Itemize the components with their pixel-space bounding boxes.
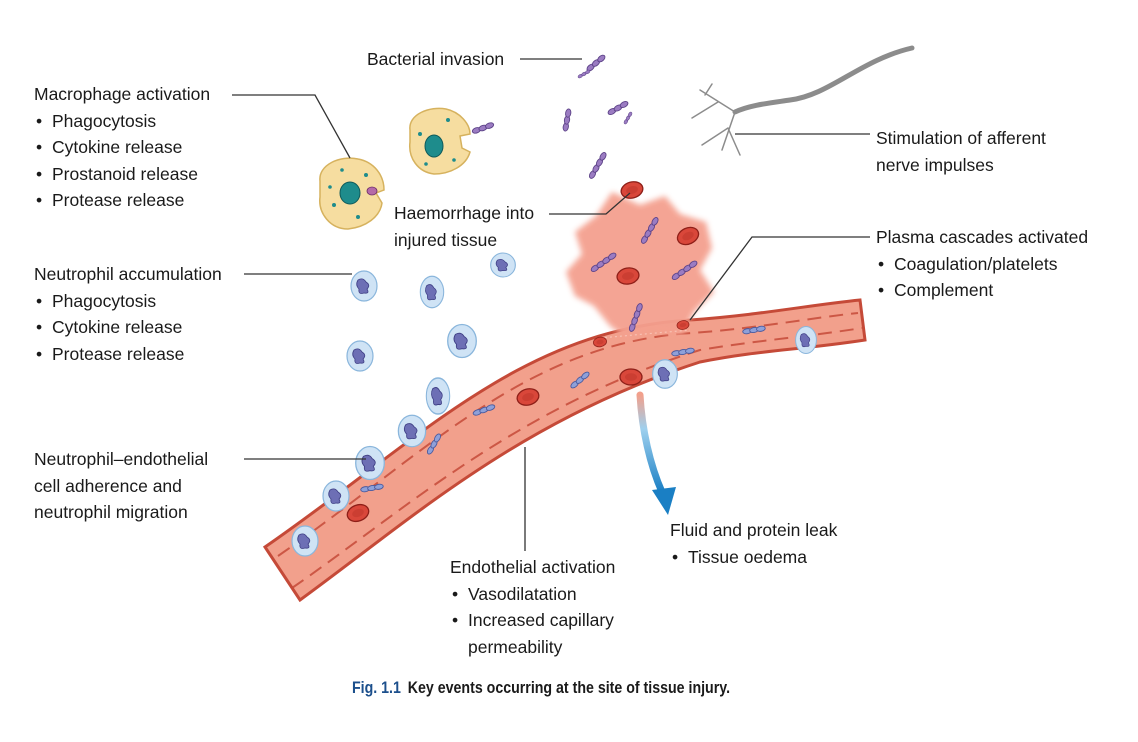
endothelial-title: Endothelial activation (450, 557, 616, 577)
label-macrophage-activation: Macrophage activation Phagocytosis Cytok… (34, 81, 210, 214)
label-plasma-cascades: Plasma cascades activated Coagulation/pl… (876, 224, 1088, 304)
label-neutrophil-endothelial: Neutrophil–endothelial cell adherence an… (34, 446, 208, 526)
leader-lines (232, 58, 870, 551)
label-haemorrhage: Haemorrhage into injured tissue (394, 200, 534, 253)
afferent-nerve (691, 45, 915, 156)
neutrophil-accumulation-title: Neutrophil accumulation (34, 264, 222, 284)
endothelial-continuation: permeability (468, 636, 563, 657)
neutrophil-endothelial-line-1: Neutrophil–endothelial (34, 449, 209, 469)
afferent-line-1: Stimulation of afferent (876, 128, 1046, 148)
list-item: Increased capillary (450, 607, 615, 634)
fluid-leak-arrow (636, 391, 676, 515)
haemorrhage-line-2: injured tissue (394, 229, 498, 250)
macrophage-list: Phagocytosis Cytokine release Prostanoid… (34, 108, 210, 214)
haemorrhage-region (566, 192, 714, 340)
haemorrhage-line-1: Haemorrhage into (394, 203, 535, 223)
label-endothelial-activation: Endothelial activation Vasodilatation In… (450, 554, 615, 660)
fluid-title: Fluid and protein leak (670, 520, 838, 540)
figure-caption: Fig. 1.1 Key events occurring at the site… (352, 679, 730, 698)
macrophage-title: Macrophage activation (34, 84, 211, 104)
list-item: Cytokine release (34, 134, 210, 161)
list-item: Vasodilatation (450, 581, 615, 608)
neutrophil-accumulation-list: Phagocytosis Cytokine release Protease r… (34, 288, 222, 368)
neutrophil-endothelial-line-3: neutrophil migration (34, 502, 188, 522)
caption-text: Key events occurring at the site of tiss… (407, 679, 731, 697)
endothelial-list: Vasodilatation Increased capillary (450, 581, 615, 634)
list-item: Phagocytosis (34, 288, 222, 315)
list-item: Complement (876, 277, 1088, 304)
list-item: Protease release (34, 187, 210, 214)
afferent-line-2: nerve impulses (876, 154, 994, 175)
list-item: Cytokine release (34, 314, 222, 341)
plasma-title: Plasma cascades activated (876, 227, 1089, 247)
label-neutrophil-accumulation: Neutrophil accumulation Phagocytosis Cyt… (34, 261, 222, 367)
list-item: Coagulation/platelets (876, 251, 1088, 278)
list-item: Prostanoid release (34, 161, 210, 188)
macrophage-cell (409, 107, 471, 175)
list-item: Phagocytosis (34, 108, 210, 135)
list-item: Protease release (34, 341, 222, 368)
macrophage-cell (319, 157, 385, 230)
label-fluid-protein-leak: Fluid and protein leak Tissue oedema (670, 517, 837, 570)
neutrophil-endothelial-line-2: cell adherence and (34, 475, 182, 496)
figure-number: Fig. 1.1 (352, 679, 401, 697)
fluid-list: Tissue oedema (670, 544, 837, 571)
label-bacterial-invasion: Bacterial invasion (367, 49, 505, 69)
label-afferent-stimulation: Stimulation of afferent nerve impulses (876, 125, 1046, 178)
plasma-list: Coagulation/platelets Complement (876, 251, 1088, 304)
list-item: Tissue oedema (670, 544, 837, 571)
